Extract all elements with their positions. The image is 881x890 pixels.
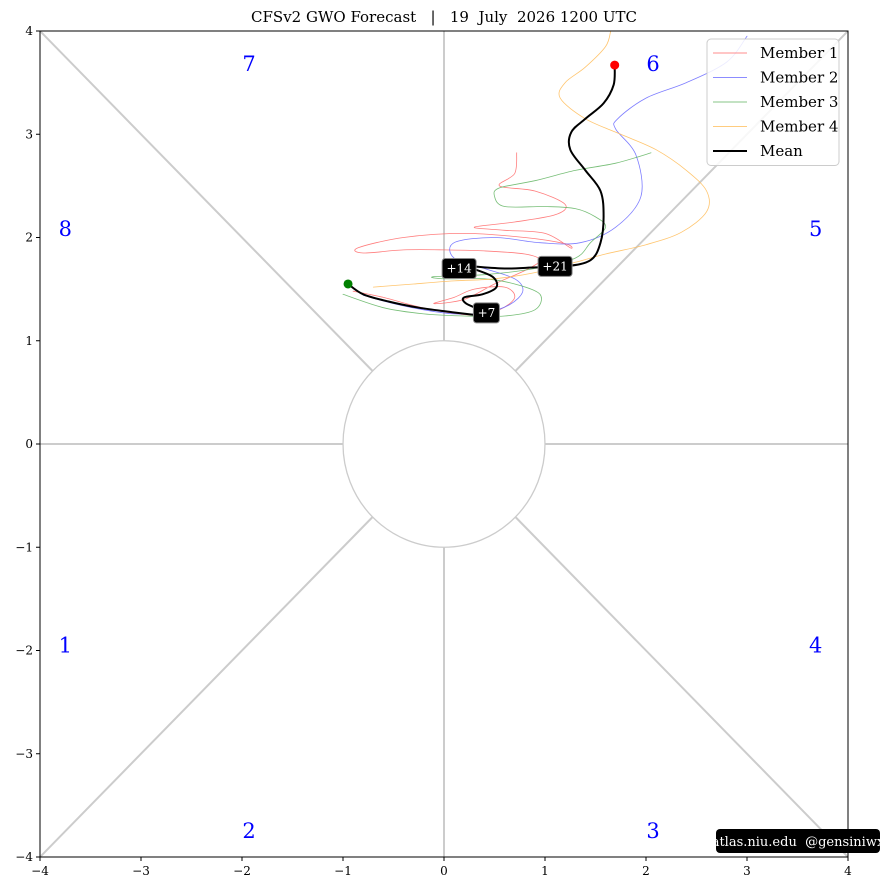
x-tick-label: 2 (642, 864, 650, 878)
day-label-plus14: +14 (441, 257, 477, 279)
series-line-mean (347, 64, 616, 319)
phase-label-3: 3 (646, 819, 659, 843)
guide-line-nw (40, 31, 374, 372)
x-tick-label: 4 (844, 864, 852, 878)
x-axis: −4 −3 −2 −1 0 1 2 3 4 (31, 857, 852, 878)
y-tick-label: −3 (15, 747, 33, 761)
y-tick-label: −2 (15, 644, 33, 658)
y-axis: −4 −3 −2 −1 0 1 2 3 4 (15, 24, 40, 864)
credit-text: atlas.niu.edu @gensiniwx (712, 835, 881, 850)
x-tick-label: 0 (440, 864, 448, 878)
legend-label: Member 4 (760, 118, 838, 136)
y-tick-label: 4 (25, 24, 33, 38)
day-label-text: +21 (542, 259, 567, 273)
x-tick-label: −3 (132, 864, 150, 878)
credit-box: atlas.niu.edu @gensiniwx (712, 829, 881, 853)
day-label-plus7: +7 (472, 302, 500, 324)
legend-label: Member 1 (760, 44, 838, 62)
phase-label-2: 2 (242, 819, 255, 843)
phase-guide-lines (40, 31, 848, 857)
y-tick-label: 1 (25, 334, 33, 348)
y-tick-label: 2 (25, 231, 33, 245)
y-tick-label: −1 (15, 540, 33, 554)
x-tick-label: −4 (31, 864, 49, 878)
phase-label-4: 4 (809, 633, 822, 657)
y-tick-label: −4 (15, 850, 33, 864)
guide-line-se (514, 516, 848, 857)
day-label-box (472, 302, 500, 324)
series-line-member-4 (372, 31, 710, 288)
x-tick-label: 1 (541, 864, 549, 878)
unit-circle (342, 340, 546, 548)
legend: Member 1 Member 2 Member 3 Member 4 Mean (706, 38, 840, 166)
phase-label-8: 8 (59, 217, 72, 241)
day-label-box (537, 255, 573, 277)
chart-title: CFSv2 GWO Forecast | 19 July 2026 1200 U… (251, 8, 637, 26)
markers-layer: +7 +14 +21 (343, 60, 620, 324)
y-tick-label: 0 (25, 437, 33, 451)
day-label-plus21: +21 (537, 255, 573, 277)
legend-label: Mean (760, 142, 803, 160)
x-tick-label: 3 (743, 864, 751, 878)
x-tick-label: −1 (334, 864, 352, 878)
phase-label-1: 1 (59, 633, 72, 657)
y-tick-label: 3 (25, 127, 33, 141)
phase-labels: 1 2 3 4 5 6 7 8 (59, 52, 823, 843)
day-label-text: +14 (446, 261, 472, 275)
phase-label-5: 5 (809, 217, 822, 241)
guide-line-sw (40, 516, 374, 857)
legend-label: Member 2 (760, 69, 838, 87)
legend-box (706, 38, 840, 166)
day-label-text: +7 (478, 306, 496, 320)
series-line-member-1 (352, 152, 573, 316)
phase-label-6: 6 (646, 52, 659, 76)
phase-label-7: 7 (242, 52, 255, 76)
legend-label: Member 3 (760, 93, 838, 111)
end-point-marker (610, 60, 620, 70)
day-label-box (441, 257, 477, 279)
x-tick-label: −2 (233, 864, 251, 878)
start-point-marker (343, 279, 353, 289)
